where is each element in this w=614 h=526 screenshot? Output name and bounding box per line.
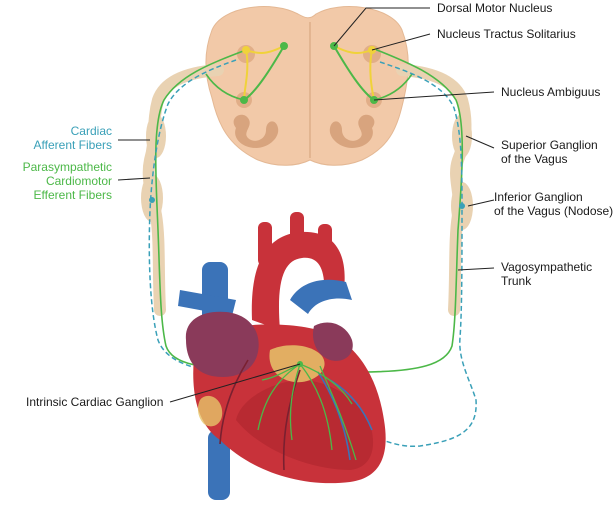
efferent-fibers <box>154 47 464 373</box>
parasympathetic-line3: Efferent Fibers <box>33 188 112 202</box>
vagosympathetic-line1: Vagosympathetic <box>501 260 593 274</box>
parasympathetic-line1: Parasympathetic <box>22 160 112 174</box>
label-intrinsic-cardiac-ganglion: Intrinsic Cardiac Ganglion <box>26 395 164 409</box>
left-ambiguus-dot <box>240 96 248 104</box>
label-dorsal-motor-nucleus: Dorsal Motor Nucleus <box>437 1 553 15</box>
label-superior-ganglion: Superior Ganglion of the Vagus <box>501 138 598 166</box>
cardiac-afferent-line2: Afferent Fibers <box>33 138 112 152</box>
vagosympathetic-line2: Trunk <box>501 274 532 288</box>
parasympathetic-line2: Cardiomotor <box>45 174 112 188</box>
inferior-ganglion-line2: of the Vagus (Nodose) <box>494 204 614 218</box>
label-cardiac-afferent-fibers: Cardiac Afferent Fibers <box>0 124 112 152</box>
intrinsic-cardiac-nerves <box>257 363 357 461</box>
inferior-vena-cava <box>208 430 230 500</box>
right-vagus-trunk <box>396 64 472 316</box>
label-vagosympathetic-trunk: Vagosympathetic Trunk <box>501 260 592 288</box>
left-nts-dot <box>242 46 250 54</box>
right-atrium <box>185 311 259 377</box>
label-parasympathetic-efferent-fibers: Parasympathetic Cardiomotor Efferent Fib… <box>0 160 112 202</box>
label-nucleus-tractus-solitarius: Nucleus Tractus Solitarius <box>437 27 576 41</box>
cardiac-afferent-line1: Cardiac <box>70 124 112 138</box>
superior-ganglion-line2: of the Vagus <box>501 152 568 166</box>
brainstem-cross-section <box>205 6 409 166</box>
leader-lines <box>117 7 495 403</box>
label-inferior-ganglion: Inferior Ganglion of the Vagus (Nodose) <box>494 190 613 218</box>
label-nucleus-ambiguus: Nucleus Ambiguus <box>501 85 601 99</box>
left-dorsal-motor-dot <box>280 42 288 50</box>
inferior-ganglion-line1: Inferior Ganglion <box>494 190 583 204</box>
heart-illustration <box>178 212 386 500</box>
afferent-fibers <box>148 59 477 448</box>
pulmonary-artery <box>290 279 352 314</box>
superior-ganglion-line1: Superior Ganglion <box>501 138 598 152</box>
